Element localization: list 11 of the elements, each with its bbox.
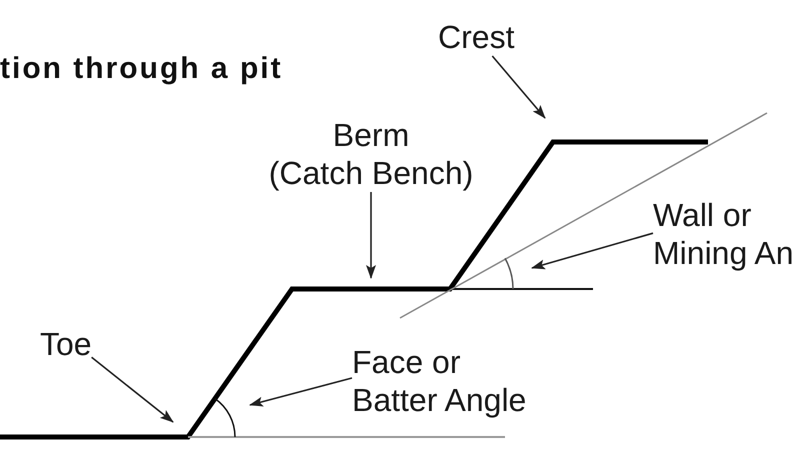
part-label: Crest bbox=[438, 18, 514, 56]
leader-arrow bbox=[366, 192, 376, 279]
part-label: Face or Batter Angle bbox=[352, 343, 526, 419]
leader-arrow bbox=[249, 377, 352, 406]
part-label: Wall or Mining An bbox=[653, 196, 794, 272]
diagram-title: tion through a pit bbox=[0, 51, 283, 87]
part-label: Toe bbox=[40, 325, 92, 363]
part-label: Berm (Catch Bench) bbox=[268, 116, 474, 192]
leader-arrow bbox=[91, 356, 174, 423]
leader-arrow bbox=[492, 55, 546, 119]
leader-arrow bbox=[531, 232, 654, 270]
